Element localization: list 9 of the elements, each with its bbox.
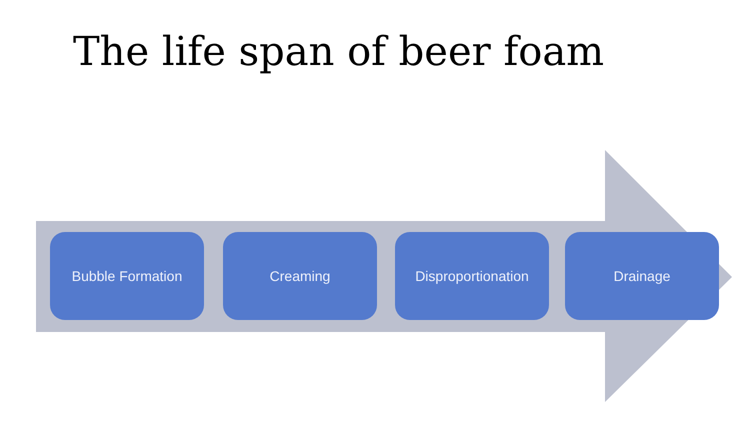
step-label: Creaming: [270, 268, 330, 284]
title: The life span of beer foam: [73, 28, 604, 76]
step-label: Bubble Formation: [72, 268, 182, 284]
step-label: Drainage: [614, 268, 670, 284]
process-box: [50, 232, 204, 320]
process-box: [565, 232, 719, 320]
process-box: [223, 232, 377, 320]
step-label: Disproportionation: [415, 268, 529, 284]
process-box: [395, 232, 549, 320]
